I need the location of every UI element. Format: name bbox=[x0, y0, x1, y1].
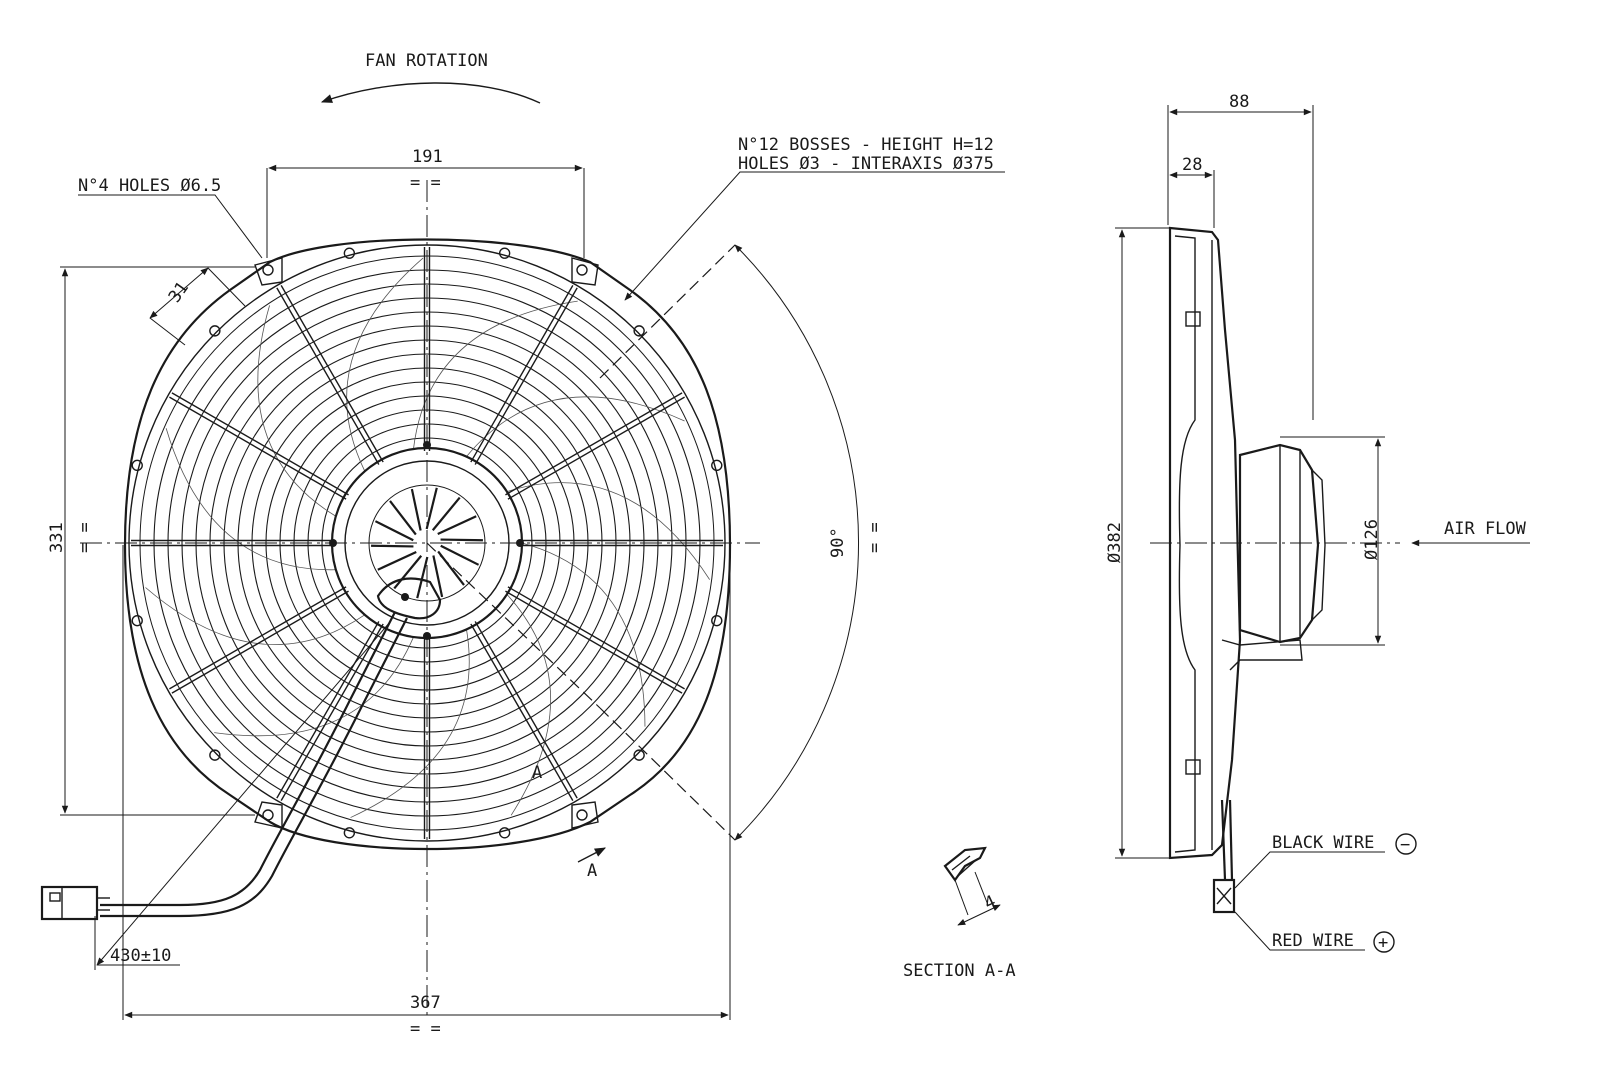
bosses-note-line1: N°12 BOSSES - HEIGHT H=12 bbox=[738, 135, 994, 155]
side-view bbox=[1150, 226, 1400, 914]
sym-bottom: = = bbox=[410, 1019, 441, 1039]
fan-blade bbox=[346, 257, 424, 472]
section-mark-a-upper: A bbox=[532, 763, 542, 783]
boss bbox=[633, 749, 645, 761]
boss bbox=[498, 827, 511, 839]
dimension-lines bbox=[60, 82, 1005, 1020]
dim-4: 4 bbox=[981, 892, 999, 914]
grille-spoke bbox=[280, 285, 384, 463]
hub-rib bbox=[374, 520, 414, 542]
section-mark-a-lower: A bbox=[587, 861, 597, 881]
dim-28: 28 bbox=[1182, 155, 1202, 175]
hub-rib bbox=[393, 555, 423, 590]
grille-spoke bbox=[474, 287, 578, 465]
side-dimension-lines bbox=[1115, 105, 1530, 953]
plus-symbol: + bbox=[1378, 933, 1388, 953]
fan-blade bbox=[257, 305, 337, 517]
grille-spoke bbox=[169, 586, 347, 690]
grille-spoke bbox=[276, 621, 380, 799]
cable bbox=[100, 611, 408, 918]
fan-blade bbox=[466, 396, 685, 457]
dim-430: 430±10 bbox=[110, 946, 171, 966]
hub-rib bbox=[440, 538, 483, 542]
boss bbox=[711, 614, 723, 627]
dim-31: 31 bbox=[165, 278, 193, 306]
fan-blade bbox=[521, 542, 646, 727]
grille-spoke bbox=[280, 623, 384, 801]
fan-rotation-label: FAN ROTATION bbox=[365, 51, 488, 71]
grille-spoke bbox=[171, 590, 349, 694]
hub-rib bbox=[371, 544, 414, 548]
boss bbox=[131, 459, 143, 472]
boss bbox=[343, 827, 356, 839]
fan-blade bbox=[214, 636, 414, 737]
fan-blades bbox=[145, 257, 710, 818]
boss bbox=[209, 749, 221, 761]
fan-blade bbox=[506, 482, 710, 580]
dim-191: 191 bbox=[412, 147, 443, 167]
hub-rib bbox=[377, 550, 417, 571]
hub-rib bbox=[389, 500, 417, 536]
dim-331: 331 bbox=[47, 522, 67, 553]
connector bbox=[40, 885, 110, 921]
grille-spoke bbox=[505, 392, 683, 496]
hub-rib bbox=[432, 555, 444, 598]
minus-symbol: − bbox=[1400, 835, 1410, 855]
air-flow-label: AIR FLOW bbox=[1444, 519, 1527, 539]
dim-367: 367 bbox=[410, 993, 441, 1013]
boss bbox=[209, 325, 221, 337]
bosses-note-line2: HOLES Ø3 - INTERAXIS Ø375 bbox=[738, 154, 994, 174]
grille-spoke bbox=[169, 396, 347, 500]
dim-90-deg: 90° bbox=[828, 527, 848, 558]
grille-spoke bbox=[276, 287, 380, 465]
fan-blade bbox=[350, 629, 470, 818]
grille-spoke bbox=[470, 623, 574, 801]
hub-rib bbox=[437, 515, 477, 536]
boss bbox=[498, 247, 511, 259]
boss bbox=[633, 325, 645, 337]
boss bbox=[711, 459, 723, 472]
hub-rib bbox=[416, 556, 429, 599]
side-motor bbox=[1238, 443, 1320, 644]
hub-rib bbox=[440, 544, 480, 566]
boss bbox=[343, 247, 356, 259]
grille-spokes bbox=[131, 247, 723, 839]
hub-rib bbox=[410, 488, 422, 531]
fan-blade bbox=[165, 428, 336, 571]
sym-left: = = bbox=[75, 522, 95, 553]
sym-top: = = bbox=[410, 173, 441, 193]
sym-right: = = bbox=[865, 522, 885, 553]
hub-rib bbox=[431, 496, 461, 531]
dim-382: Ø382 bbox=[1105, 522, 1125, 563]
grille-spoke bbox=[507, 586, 685, 690]
section-a-a-detail bbox=[943, 846, 1001, 926]
boss bbox=[131, 614, 143, 627]
grille-spoke bbox=[474, 621, 578, 799]
side-frame bbox=[1168, 226, 1242, 860]
fan-blade bbox=[506, 594, 551, 816]
grille-spoke bbox=[470, 285, 574, 463]
black-wire-label: BLACK WIRE bbox=[1272, 833, 1374, 853]
grille-spoke bbox=[507, 396, 685, 500]
hub-rib bbox=[425, 487, 438, 530]
holes-note: N°4 HOLES Ø6.5 bbox=[78, 176, 221, 196]
dim-126: Ø126 bbox=[1362, 519, 1382, 560]
mounting-holes bbox=[254, 257, 599, 829]
bosses bbox=[131, 247, 723, 839]
fan-housing-outline bbox=[123, 238, 732, 851]
dim-88: 88 bbox=[1229, 92, 1249, 112]
grille-spoke bbox=[505, 590, 683, 694]
grille-spoke bbox=[171, 392, 349, 496]
fan-blade bbox=[413, 300, 578, 450]
section-a-a-title: SECTION A-A bbox=[903, 961, 1016, 981]
front-view bbox=[40, 180, 760, 1020]
red-wire-label: RED WIRE bbox=[1272, 931, 1354, 951]
